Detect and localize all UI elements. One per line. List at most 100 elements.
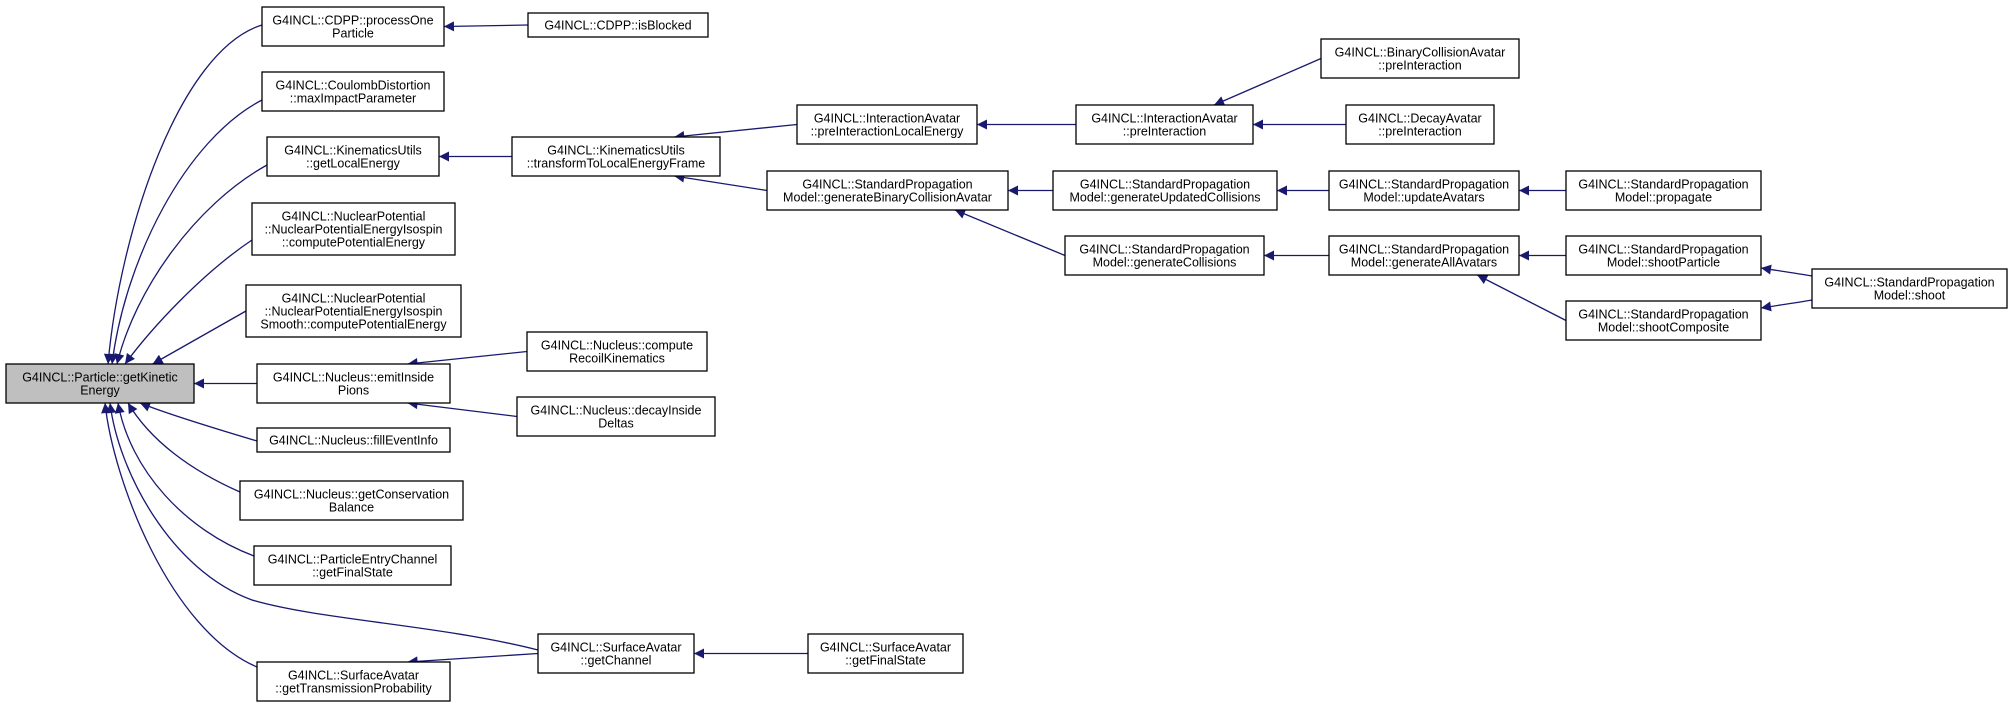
node-box <box>1565 170 1762 211</box>
node-box <box>511 136 721 177</box>
node-label-line: ::maxImpactParameter <box>290 92 416 106</box>
node-label-line: Model::propagate <box>1615 191 1712 205</box>
node-label-line: Model::generateUpdatedCollisions <box>1069 191 1260 205</box>
edge-getLocalEnergy-to-getKineticEnergy <box>114 164 268 365</box>
node-label-line: G4INCL::CDPP::processOne <box>272 14 433 28</box>
node-box <box>256 427 451 453</box>
node-label-line: G4INCL::StandardPropagation <box>1578 178 1748 192</box>
node-box <box>766 170 1009 211</box>
node-generateAllAvatars[interactable]: G4INCL::StandardPropagationModel::genera… <box>1328 235 1520 276</box>
node-generateCollisions[interactable]: G4INCL::StandardPropagationModel::genera… <box>1064 235 1265 276</box>
node-decayPreInteraction[interactable]: G4INCL::DecayAvatar::preInteraction <box>1345 104 1495 145</box>
node-label-line: Energy <box>80 384 120 398</box>
node-label-line: Model::updateAvatars <box>1363 191 1484 205</box>
edge-shoot-to-shootComposite <box>1760 299 1813 312</box>
node-box <box>256 661 451 702</box>
node-shootComposite[interactable]: G4INCL::StandardPropagationModel::shootC… <box>1565 300 1762 341</box>
node-label-line: RecoilKinematics <box>569 352 665 366</box>
node-fillEventInfo[interactable]: G4INCL::Nucleus::fillEventInfo <box>256 427 451 453</box>
node-box <box>1328 170 1520 211</box>
edge-shoot-to-shootParticle <box>1760 264 1813 277</box>
node-label-line: G4INCL::Nucleus::emitInside <box>273 371 434 385</box>
node-binaryPreInteraction[interactable]: G4INCL::BinaryCollisionAvatar::preIntera… <box>1320 38 1520 79</box>
edge-nuclearPotentialIsospinSmooth-to-getKineticEnergy <box>152 310 247 365</box>
node-label-line: G4INCL::SurfaceAvatar <box>820 641 951 655</box>
node-label-line: G4INCL::StandardPropagation <box>802 178 972 192</box>
node-label-line: G4INCL::ParticleEntryChannel <box>268 553 438 567</box>
node-particleEntryGetFinalState[interactable]: G4INCL::ParticleEntryChannel::getFinalSt… <box>253 545 452 586</box>
node-shootParticle[interactable]: G4INCL::StandardPropagationModel::shootP… <box>1565 235 1762 276</box>
node-surfaceGetChannel[interactable]: G4INCL::SurfaceAvatar::getChannel <box>537 633 695 674</box>
edge-particleEntryGetFinalState-to-getKineticEnergy <box>114 402 255 557</box>
node-label-line: ::preInteraction <box>1378 59 1461 73</box>
node-label-line: G4INCL::Particle::getKinetic <box>22 371 178 385</box>
node-label-line: G4INCL::BinaryCollisionAvatar <box>1335 46 1506 60</box>
node-generateBinaryCollisionAvatar[interactable]: G4INCL::StandardPropagationModel::genera… <box>766 170 1009 211</box>
edge-shootComposite-to-generateAllAvatars <box>1476 274 1567 322</box>
node-label-line: ::getFinalState <box>845 654 926 668</box>
node-label-line: G4INCL::StandardPropagation <box>1578 243 1748 257</box>
node-label-line: G4INCL::CoulombDistortion <box>276 79 431 93</box>
node-label-line: Model::shoot <box>1874 289 1946 303</box>
node-label-line: G4INCL::NuclearPotential <box>282 210 426 224</box>
node-getTransmissionProbability[interactable]: G4INCL::SurfaceAvatar::getTransmissionPr… <box>256 661 451 702</box>
node-label-line: ::NuclearPotentialEnergyIsospin <box>265 305 443 319</box>
node-box <box>1565 300 1762 341</box>
node-box <box>1075 104 1254 145</box>
node-label-line: G4INCL::KinematicsUtils <box>547 144 685 158</box>
node-label-line: Balance <box>329 501 374 515</box>
node-box <box>266 136 440 177</box>
node-nuclearPotentialIsospin[interactable]: G4INCL::NuclearPotential::NuclearPotenti… <box>251 202 456 256</box>
node-label-line: ::getFinalState <box>312 566 393 580</box>
edge-getTransmissionProbability-to-getKineticEnergy <box>101 402 258 668</box>
node-box <box>239 480 464 521</box>
node-box <box>527 12 709 38</box>
edge-isBlocked-to-processOneParticle <box>443 21 529 32</box>
node-getLocalEnergy[interactable]: G4INCL::KinematicsUtils::getLocalEnergy <box>266 136 440 177</box>
node-preInteractionLocalEnergy[interactable]: G4INCL::InteractionAvatar::preInteractio… <box>796 104 978 145</box>
node-label-line: Pions <box>338 384 369 398</box>
node-label-line: Model::generateBinaryCollisionAvatar <box>783 191 992 205</box>
node-label-line: Model::shootParticle <box>1607 256 1720 270</box>
edge-decayInsideDeltas-to-emitInsidePions <box>407 399 518 418</box>
node-transformToLocalEnergyFrame[interactable]: G4INCL::KinematicsUtils::transformToLoca… <box>511 136 721 177</box>
node-box <box>245 284 462 338</box>
node-interactionPreInteraction[interactable]: G4INCL::InteractionAvatar::preInteractio… <box>1075 104 1254 145</box>
node-label-line: G4INCL::Nucleus::getConservation <box>254 488 449 502</box>
node-label-line: G4INCL::SurfaceAvatar <box>550 641 681 655</box>
edge-surfaceGetChannel-to-getTransmissionProbability <box>407 652 539 667</box>
node-maxImpactParameter[interactable]: G4INCL::CoulombDistortion::maxImpactPara… <box>261 71 445 112</box>
node-updateAvatars[interactable]: G4INCL::StandardPropagationModel::update… <box>1328 170 1520 211</box>
edges-layer <box>101 21 1813 668</box>
node-label-line: G4INCL::DecayAvatar <box>1358 112 1481 126</box>
edge-binaryPreInteraction-to-interactionPreInteraction <box>1213 57 1322 106</box>
node-label-line: G4INCL::Nucleus::fillEventInfo <box>269 434 438 448</box>
node-isBlocked[interactable]: G4INCL::CDPP::isBlocked <box>527 12 709 38</box>
node-propagate[interactable]: G4INCL::StandardPropagationModel::propag… <box>1565 170 1762 211</box>
node-box <box>796 104 978 145</box>
node-box <box>256 363 451 404</box>
node-nuclearPotentialIsospinSmooth[interactable]: G4INCL::NuclearPotential::NuclearPotenti… <box>245 284 462 338</box>
node-label-line: ::getTransmissionProbability <box>275 682 432 696</box>
node-label-line: G4INCL::Nucleus::compute <box>541 339 693 353</box>
node-surfaceGetFinalState[interactable]: G4INCL::SurfaceAvatar::getFinalState <box>807 633 964 674</box>
node-label-line: G4INCL::StandardPropagation <box>1079 243 1249 257</box>
node-box <box>1320 38 1520 79</box>
node-box <box>516 396 716 437</box>
node-box <box>1328 235 1520 276</box>
edge-getConservationBalance-to-getKineticEnergy <box>127 402 241 493</box>
node-box <box>1565 235 1762 276</box>
node-label-line: ::preInteraction <box>1123 125 1206 139</box>
node-label-line: Model::generateCollisions <box>1093 256 1237 270</box>
node-label-line: ::computePotentialEnergy <box>282 236 426 250</box>
node-generateUpdatedCollisions[interactable]: G4INCL::StandardPropagationModel::genera… <box>1052 170 1278 211</box>
node-box <box>537 633 695 674</box>
